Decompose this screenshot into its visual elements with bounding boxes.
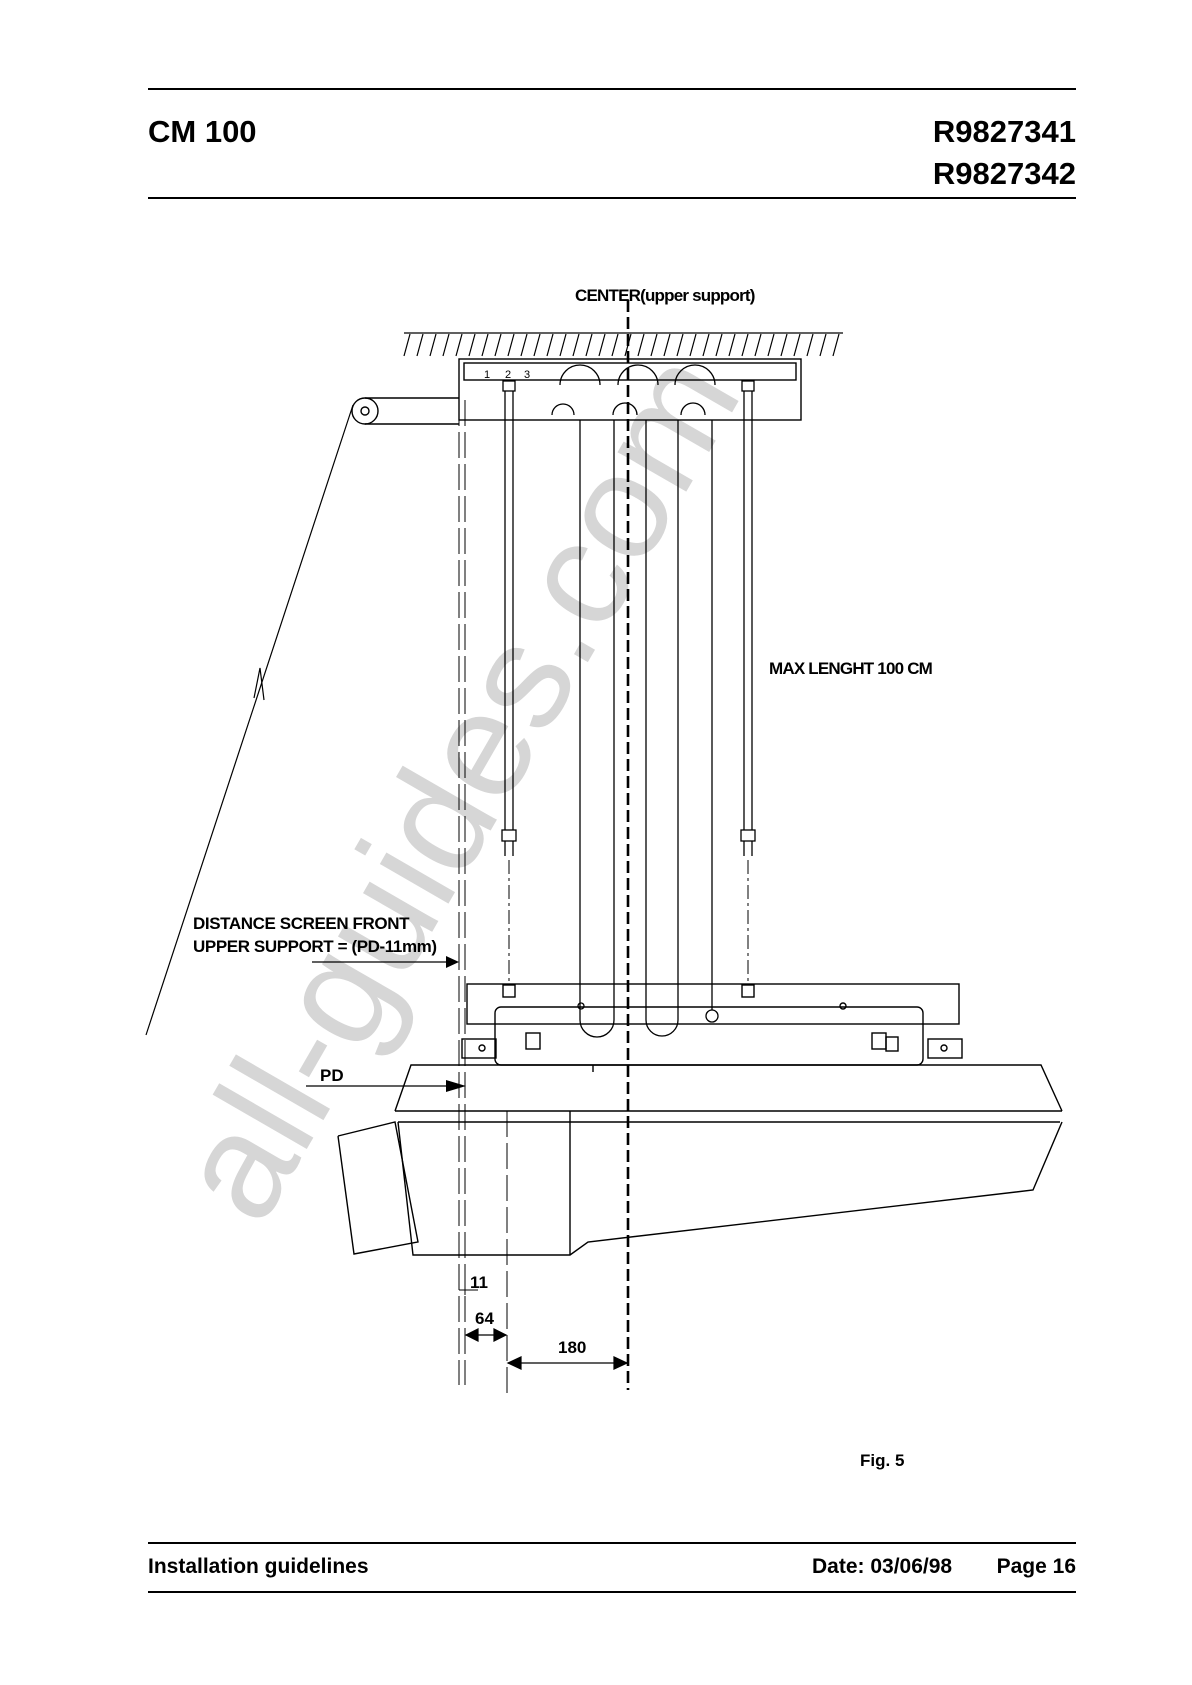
hole-number-3: 3 bbox=[524, 369, 530, 381]
hole-number-2: 2 bbox=[505, 369, 511, 381]
dimension-180 bbox=[508, 1357, 627, 1369]
dimension-180-label: 180 bbox=[558, 1338, 586, 1357]
distance-label-line2: UPPER SUPPORT = (PD-11mm) bbox=[193, 937, 437, 956]
footer-top-rule bbox=[148, 1542, 1076, 1544]
figure-caption: Fig. 5 bbox=[860, 1451, 904, 1471]
hole-number-1: 1 bbox=[484, 369, 490, 381]
footer-bottom-rule bbox=[148, 1591, 1076, 1593]
dimension-11-label: 11 bbox=[470, 1273, 488, 1292]
max-length-label: MAX LENGHT 100 CM bbox=[769, 659, 933, 678]
projector-body bbox=[338, 1065, 1062, 1255]
dimension-64-label: 64 bbox=[475, 1309, 494, 1328]
center-label: CENTER(upper support) bbox=[575, 286, 755, 305]
pd-label: PD bbox=[320, 1066, 344, 1085]
watermark: all-guides.com bbox=[142, 324, 771, 1246]
footer-page: Page 16 bbox=[997, 1555, 1076, 1579]
footer-date: Date: 03/06/98 bbox=[812, 1555, 952, 1579]
footer-title: Installation guidelines bbox=[148, 1555, 369, 1579]
dimension-64 bbox=[466, 1329, 506, 1341]
distance-label-line1: DISTANCE SCREEN FRONT bbox=[193, 914, 410, 933]
